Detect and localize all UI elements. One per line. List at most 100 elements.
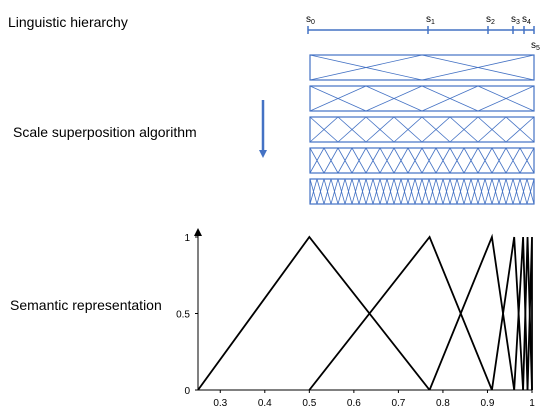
cross-line xyxy=(477,147,493,174)
cross-line xyxy=(449,178,458,205)
cross-line xyxy=(309,116,339,143)
cross-line xyxy=(365,85,423,112)
cross-line xyxy=(393,178,402,205)
y-tick-label: 1 xyxy=(184,233,190,244)
cross-line xyxy=(435,178,444,205)
cross-line xyxy=(505,178,514,205)
term-subscript: 5 xyxy=(536,45,540,52)
term-base: s xyxy=(522,14,527,25)
term-label-s1: s1 xyxy=(426,14,435,26)
cross-line xyxy=(421,178,430,205)
x-tick-label: 0.5 xyxy=(302,398,316,409)
box-border xyxy=(309,85,535,112)
membership-triangle-4 xyxy=(491,236,524,391)
cross-line xyxy=(519,178,528,205)
x-tick-label: 0.6 xyxy=(347,398,361,409)
cross-line xyxy=(463,147,479,174)
cross-line xyxy=(393,116,423,143)
cross-line xyxy=(337,178,346,205)
term-subscript: 3 xyxy=(516,19,520,26)
superposition-box-4 xyxy=(309,147,535,174)
cross-line xyxy=(309,54,423,81)
membership-triangle-5 xyxy=(513,236,529,391)
cross-line xyxy=(323,178,332,205)
cross-line xyxy=(519,147,535,174)
membership-triangle-2 xyxy=(308,235,493,391)
x-tick-label: 1 xyxy=(529,398,535,409)
cross-line xyxy=(470,178,479,205)
cross-line xyxy=(400,178,409,205)
cross-line xyxy=(449,147,465,174)
term-subscript: 1 xyxy=(431,19,435,26)
x-tick-label: 0.9 xyxy=(481,398,495,409)
cross-line xyxy=(477,178,486,205)
cross-line xyxy=(428,178,437,205)
linguistic-hierarchy-label: Linguistic hierarchy xyxy=(8,14,128,30)
semantic-representation-label: Semantic representation xyxy=(10,297,162,313)
cross-line xyxy=(407,178,416,205)
cross-line xyxy=(421,54,535,81)
membership-triangle-3 xyxy=(428,233,516,391)
cross-line xyxy=(484,178,493,205)
term-base: s xyxy=(306,14,311,25)
cross-line xyxy=(351,147,367,174)
box-border xyxy=(309,116,535,143)
cross-line xyxy=(379,178,388,205)
cross-line xyxy=(365,147,381,174)
term-subscript: 4 xyxy=(527,19,531,26)
cross-line xyxy=(449,116,479,143)
cross-line xyxy=(365,178,374,205)
cross-line xyxy=(309,85,367,112)
cross-line xyxy=(386,178,395,205)
term-label-s3: s3 xyxy=(511,14,520,26)
cross-line xyxy=(309,178,318,205)
cross-line xyxy=(463,178,472,205)
cross-line xyxy=(316,178,325,205)
cross-line xyxy=(379,147,395,174)
superposition-box-5 xyxy=(309,178,535,205)
cross-line xyxy=(491,178,500,205)
term-label-s0: s0 xyxy=(306,14,315,26)
x-tick-label: 0.4 xyxy=(258,398,272,409)
cross-line xyxy=(351,178,360,205)
scale-superposition-label: Scale superposition algorithm xyxy=(13,124,197,140)
cross-line xyxy=(337,116,367,143)
cross-line xyxy=(372,178,381,205)
term-label-s5: s5 xyxy=(531,40,540,52)
cross-line xyxy=(442,178,451,205)
y-axis-arrow-icon xyxy=(194,228,202,236)
cross-line xyxy=(421,116,451,143)
x-tick-label: 0.8 xyxy=(436,398,450,409)
cross-line xyxy=(421,147,437,174)
cross-line xyxy=(421,85,479,112)
cross-line xyxy=(512,178,521,205)
cross-line xyxy=(414,178,423,205)
cross-line xyxy=(358,178,367,205)
x-tick-label: 0.3 xyxy=(213,398,227,409)
superposition-box-2 xyxy=(309,85,535,112)
cross-line xyxy=(477,116,507,143)
term-subscript: 2 xyxy=(491,19,495,26)
superposition-box-1 xyxy=(309,54,535,81)
cross-line xyxy=(365,116,395,143)
cross-line xyxy=(309,147,325,174)
term-label-s2: s2 xyxy=(486,14,495,26)
box-border xyxy=(309,147,535,174)
term-base: s xyxy=(531,40,536,51)
membership-functions xyxy=(197,233,533,391)
box-border xyxy=(309,54,535,81)
cross-line xyxy=(505,116,535,143)
term-label-s4: s4 xyxy=(522,14,531,26)
cross-line xyxy=(435,147,451,174)
cross-line xyxy=(393,147,409,174)
cross-line xyxy=(526,178,535,205)
term-subscript: 0 xyxy=(311,19,315,26)
superposition-box-3 xyxy=(309,116,535,143)
cross-line xyxy=(407,147,423,174)
y-tick-label: 0.5 xyxy=(176,310,190,321)
cross-line xyxy=(456,178,465,205)
